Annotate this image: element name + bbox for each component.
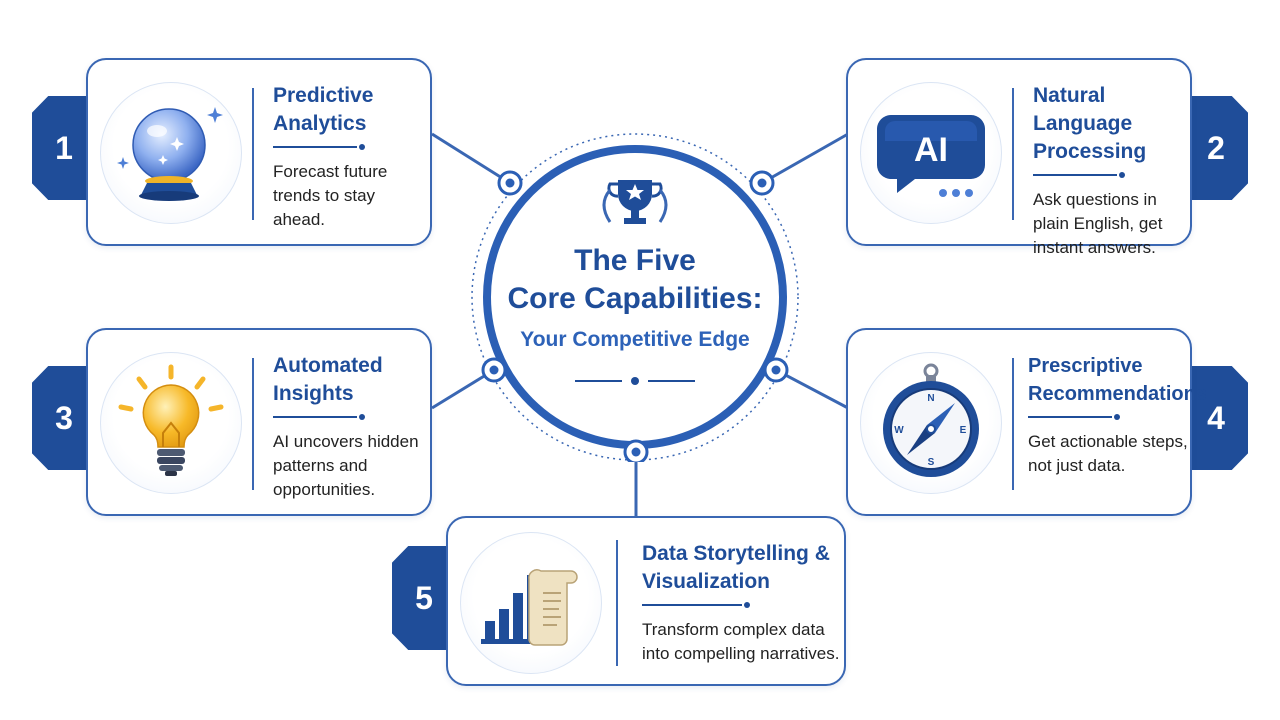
card-number-2: 2	[1190, 96, 1248, 200]
card-prescriptive-recommendations: N S E W Prescriptive Recommendations Get…	[846, 328, 1207, 516]
trophy-icon	[602, 180, 668, 224]
card-title: Data Storytelling & Visualization	[642, 542, 830, 593]
compass-icon: N S E W	[883, 363, 979, 477]
compass-label-e: E	[960, 425, 967, 436]
title-underline	[642, 602, 842, 608]
card-title: Natural Language Processing	[1033, 84, 1147, 163]
card-divider	[1012, 358, 1014, 490]
card-description: Transform complex data into compelling n…	[642, 620, 840, 663]
center-hub: The Five Core Capabilities: Your Competi…	[470, 132, 800, 465]
card-automated-insights: Automated Insights AI uncovers hidden pa…	[86, 328, 432, 516]
lightbulb-icon	[118, 364, 224, 476]
title-underline	[273, 414, 423, 420]
card-title: Predictive Analytics	[273, 84, 374, 135]
compass-label-n: N	[927, 393, 934, 404]
card-icon-circle	[100, 352, 242, 494]
compass-label-w: W	[894, 425, 904, 436]
card-description: Get actionable steps, not just data.	[1028, 432, 1188, 475]
hub-title-line2: Core Capabilities:	[507, 282, 763, 315]
card-divider	[616, 540, 618, 666]
ai-chat-bubble-icon: AI	[877, 115, 985, 197]
card-number-1: 1	[32, 96, 90, 200]
card-predictive-analytics: Predictive Analytics Forecast future tre…	[86, 58, 432, 246]
card-icon-circle: AI	[860, 82, 1002, 224]
card-description: AI uncovers hidden patterns and opportun…	[273, 432, 419, 499]
title-underline	[1033, 172, 1193, 178]
card-icon-circle	[460, 532, 602, 674]
compass-label-s: S	[928, 457, 935, 468]
title-underline	[1028, 414, 1196, 420]
card-icon-circle	[100, 82, 242, 224]
card-divider	[252, 358, 254, 490]
ai-icon-label: AI	[914, 131, 948, 169]
card-title: Prescriptive Recommendations	[1028, 355, 1207, 405]
card-number-4: 4	[1190, 366, 1248, 470]
card-title: Automated Insights	[273, 354, 383, 405]
hub-ring	[471, 133, 799, 465]
title-underline	[273, 144, 423, 150]
card-divider	[252, 88, 254, 220]
card-natural-language-processing: AI Natural Language Processing Ask quest…	[846, 58, 1193, 257]
card-number-3: 3	[32, 366, 90, 470]
bar-chart-scroll-icon	[481, 569, 578, 646]
crystal-ball-icon	[117, 107, 223, 201]
card-number-5: 5	[392, 546, 450, 650]
card-description: Ask questions in plain English, get inst…	[1033, 190, 1163, 257]
hub-title-line1: The Five	[574, 244, 696, 277]
hub-subtitle: Your Competitive Edge	[520, 328, 750, 351]
card-icon-circle: N S E W	[860, 352, 1002, 494]
card-description: Forecast future trends to stay ahead.	[273, 162, 388, 229]
card-data-storytelling: Data Storytelling & Visualization Transf…	[446, 516, 846, 686]
card-divider	[1012, 88, 1014, 220]
